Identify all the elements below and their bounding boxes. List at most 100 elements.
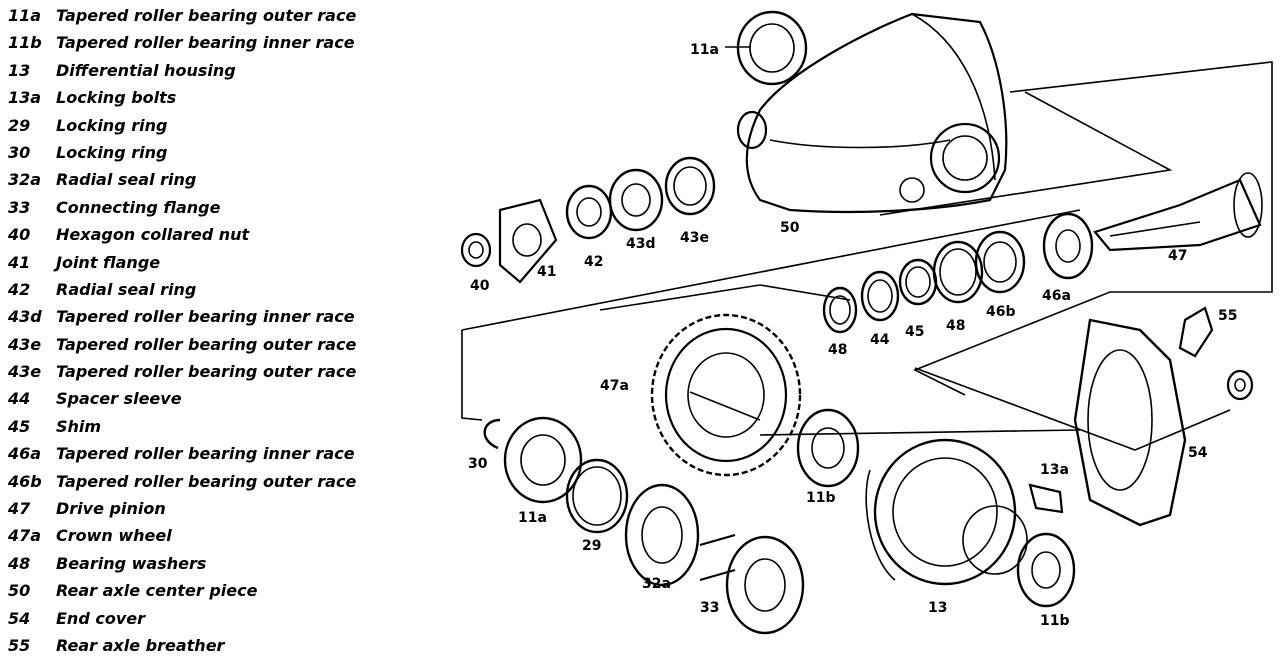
legend-item: 41 Joint flange bbox=[8, 249, 378, 276]
legend-item-number: 11a bbox=[8, 6, 42, 25]
lower-guide-frame bbox=[759, 367, 1231, 451]
legend-item-label: Joint flange bbox=[56, 252, 161, 272]
legend-item: 48 Bearing washers bbox=[8, 550, 378, 577]
bearing-46a bbox=[1042, 212, 1094, 280]
center-piece-50 bbox=[736, 12, 1008, 214]
legend-item-number: 47 bbox=[8, 499, 31, 519]
legend-item-label: Locking ring bbox=[56, 142, 168, 162]
legend-item: 45 Shim bbox=[8, 413, 378, 440]
callout-11b-mid: 11b bbox=[806, 490, 836, 506]
callout-29: 29 bbox=[582, 538, 601, 554]
callout-43e: 43e bbox=[680, 230, 709, 246]
legend-item-label: Radial seal ring bbox=[56, 170, 197, 190]
breather-55 bbox=[1178, 306, 1214, 358]
callout-43d: 43d bbox=[626, 236, 656, 252]
callout-48: 48 bbox=[946, 318, 965, 334]
legend-item-number: 42 bbox=[8, 279, 31, 299]
legend-item-label: Locking bolts bbox=[56, 88, 177, 108]
callout-50: 50 bbox=[780, 220, 800, 236]
drive-pinion-47 bbox=[1093, 172, 1263, 252]
callout-45: 45 bbox=[905, 324, 924, 340]
nut-40 bbox=[460, 232, 492, 268]
shim-45 bbox=[898, 258, 938, 306]
legend-item-number: 29 bbox=[8, 115, 31, 135]
callout-32a: 32a bbox=[642, 576, 671, 592]
legend-item-number: 45 bbox=[8, 416, 31, 436]
legend-item-label: Spacer sleeve bbox=[56, 389, 182, 409]
bearing-43d bbox=[608, 168, 664, 232]
callout-46a: 46a bbox=[1042, 288, 1071, 304]
legend-item: 11b Tapered roller bearing inner race bbox=[8, 29, 378, 56]
legend-item-number: 43e bbox=[8, 362, 42, 382]
legend-item-label: Rear axle center piece bbox=[56, 581, 258, 601]
legend-item-number: 54 bbox=[8, 608, 31, 628]
legend-item: 43e Tapered roller bearing outer race bbox=[8, 358, 378, 385]
legend-item-label: Bearing washers bbox=[56, 553, 207, 573]
legend-item-label: Shim bbox=[56, 416, 102, 436]
callout-46b: 46b bbox=[986, 304, 1016, 320]
callout-30: 30 bbox=[468, 456, 488, 472]
washer-48 bbox=[932, 240, 984, 304]
bearing-43e bbox=[664, 156, 716, 216]
bearing-11a-lower bbox=[503, 416, 583, 504]
legend-item-number: 50 bbox=[8, 581, 31, 601]
legend-item-label: Tapered roller bearing inner race bbox=[56, 444, 355, 464]
legend-item-number: 11b bbox=[8, 33, 42, 53]
legend-item-label: Tapered roller bearing outer race bbox=[56, 6, 357, 25]
legend-item-number: 41 bbox=[8, 252, 31, 272]
callout-44: 44 bbox=[870, 332, 890, 348]
legend-item-number: 40 bbox=[8, 225, 31, 245]
legend-item-label: Differential housing bbox=[56, 60, 236, 80]
legend-item-number: 13 bbox=[8, 60, 31, 80]
legend-item: 47 Drive pinion bbox=[8, 495, 378, 522]
legend-item-label: Crown wheel bbox=[56, 526, 172, 546]
legend-item: 54 End cover bbox=[8, 605, 378, 632]
legend-item: 33 Connecting flange bbox=[8, 194, 378, 221]
legend-item: 11a Tapered roller bearing outer race bbox=[8, 2, 378, 29]
legend-item-label: Tapered roller bearing outer race bbox=[56, 362, 357, 382]
legend-item-number: 33 bbox=[8, 197, 31, 217]
callout-13a: 13a bbox=[1040, 462, 1069, 478]
plug-right bbox=[1226, 369, 1254, 401]
crown-wheel-47a bbox=[650, 313, 802, 477]
legend-item-label: Rear axle breather bbox=[56, 635, 225, 655]
mid-guide-frame bbox=[461, 91, 1173, 421]
legend-item-label: Connecting flange bbox=[56, 197, 221, 217]
legend-item-number: 44 bbox=[8, 389, 31, 409]
bearing-11b-mid bbox=[796, 408, 860, 488]
legend-item-label: End cover bbox=[56, 608, 145, 628]
locking-ring-30 bbox=[483, 418, 501, 450]
legend-item-label: Tapered roller bearing inner race bbox=[56, 307, 355, 327]
legend-item-label: Drive pinion bbox=[56, 499, 166, 519]
seal-42 bbox=[565, 184, 613, 240]
ring-29 bbox=[565, 458, 629, 534]
bolt-13a bbox=[1028, 483, 1064, 514]
callout-47a: 47a bbox=[600, 378, 629, 394]
seal-32a bbox=[624, 483, 700, 587]
legend-item-label: Tapered roller bearing inner race bbox=[56, 33, 355, 53]
callout-41: 41 bbox=[537, 264, 556, 280]
spacer-44 bbox=[860, 270, 900, 322]
legend-item: 13 Differential housing bbox=[8, 57, 378, 84]
callout-11a-top: 11a bbox=[690, 42, 719, 58]
legend-item: 43d Tapered roller bearing inner race bbox=[8, 303, 378, 330]
bearing-11a-top bbox=[725, 10, 808, 86]
exploded-view-diagram: 11a 50 40 41 42 43d 43e 47 46a 46b 48 44… bbox=[460, 10, 1273, 635]
callout-47: 47 bbox=[1168, 248, 1187, 264]
callout-55: 55 bbox=[1218, 308, 1237, 324]
end-cover-54 bbox=[1073, 318, 1187, 527]
washer-48-lower bbox=[822, 286, 858, 334]
legend-item-number: 43d bbox=[8, 307, 42, 327]
legend-item-number: 48 bbox=[8, 553, 31, 573]
legend-item-number: 43e bbox=[8, 334, 42, 354]
bearing-11b-low bbox=[1016, 532, 1076, 608]
callout-33: 33 bbox=[700, 600, 719, 616]
